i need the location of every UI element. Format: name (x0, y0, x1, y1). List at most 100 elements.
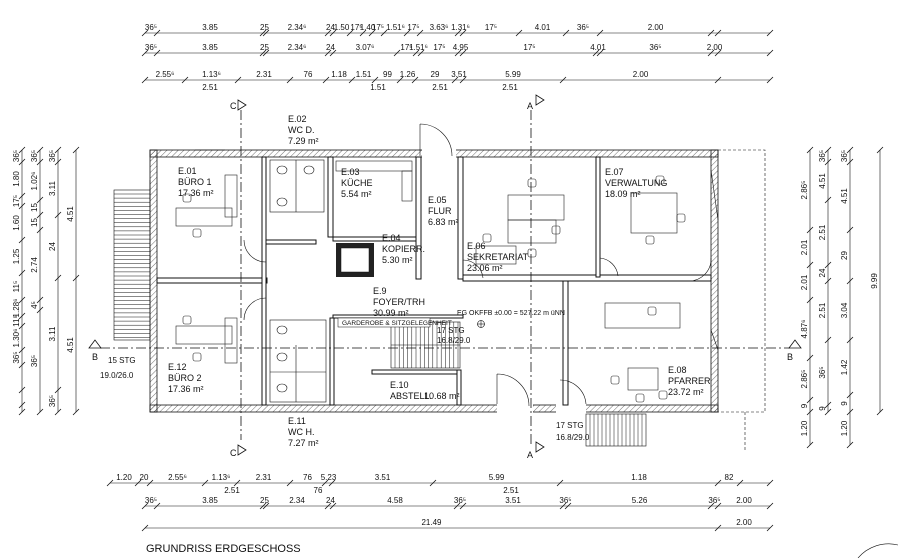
dim-top1-14: 4.01 (535, 23, 551, 32)
room-id-e03: E.03 (341, 167, 360, 177)
dim-right_b-2: 2.51 (818, 224, 827, 240)
dim-left_outer-3: 1.60 (12, 215, 21, 231)
dim-top2-12: 36⁵ (649, 43, 661, 52)
drawing-title: GRUNDRISS ERDGESCHOSS (146, 543, 301, 555)
room-id-e04: E.04 (382, 233, 401, 243)
dim-bot1b-0: 2.51 (224, 486, 240, 495)
room-area-e11: 7.27 m² (288, 438, 319, 448)
dim-right_c-3: 3.04 (840, 302, 849, 318)
room-id-e01: E.01 (178, 166, 197, 176)
note-stg-inner-ratio: 16.8/29.0 (437, 336, 471, 345)
dim-top2-2: 25 (260, 43, 269, 52)
dim-left_inner-4: 36⁵ (48, 395, 57, 407)
dim-bot1-8: 5.99 (489, 473, 505, 482)
dim-bot2-9: 5.26 (632, 496, 648, 505)
dim-left_mid-2: 15 (30, 203, 39, 212)
dim-right_c-2: 29 (840, 251, 849, 260)
dim-left_mid-3: 15 (30, 218, 39, 227)
dim-top2-6: 17⁵ (400, 43, 412, 52)
room-id-e05: E.05 (428, 195, 447, 205)
doors (243, 123, 712, 407)
dim-top2-9: 4.95 (453, 43, 469, 52)
dim-right_a-4: 2.86⁵ (800, 370, 809, 389)
dim-top2-10: 17⁵ (523, 43, 535, 52)
dim-left_outer-1: 1.80 (12, 171, 21, 187)
dim-left_mid-5: 4⁵ (30, 301, 39, 309)
dim-right_c-4: 1.42 (840, 359, 849, 375)
dim-left_outer-7: 11⁵ (12, 315, 21, 327)
building-outline (113, 123, 719, 447)
dim-right_a-2: 2.01 (800, 274, 809, 290)
dim-top2-8: 17⁵ (433, 43, 445, 52)
dim-bot1-1: 20 (140, 473, 149, 482)
dim-left_outer-6: 1.28⁶ (12, 299, 21, 318)
dim-left_outer-5: 11⁵ (12, 281, 21, 293)
dim-top2-5: 3.07⁶ (356, 43, 375, 52)
room-area-e06: 23.06 m² (467, 263, 503, 273)
dim-bot2-3: 2.34 (289, 496, 305, 505)
axis-label-b-right: B (787, 352, 793, 362)
note-okffb: EG OKFFB ±0.00 = 527.22 m üNN (457, 310, 565, 317)
dim-right_a-3: 4.87⁶ (800, 320, 809, 339)
dim-top1-12: 1.31⁶ (451, 23, 470, 32)
dim-bot3-0: 21.49 (421, 518, 442, 527)
dim-left_mid-1: 1.02⁶ (30, 172, 39, 191)
stairs-exterior (585, 413, 647, 447)
dim-left_inner-1: 3.11 (48, 180, 57, 196)
dim-bot2-2: 25 (260, 496, 269, 505)
dim-bot2-4: 24 (326, 496, 335, 505)
dim-top1-2: 25 (260, 23, 269, 32)
dim-top1-0: 36⁵ (145, 23, 157, 32)
dim-bot1-0: 1.20 (116, 473, 132, 482)
dim-left_mid-4: 2.74 (30, 257, 39, 273)
note-stg-left-ratio: 19.0/26.0 (100, 371, 134, 380)
dim-top3b-0: 2.51 (202, 83, 218, 92)
dim-bot2-7: 3.51 (505, 496, 521, 505)
dim-top3-2: 2.31 (256, 70, 272, 79)
room-area-e08: 23.72 m² (668, 387, 704, 397)
dim-top3-4: 1.18 (331, 70, 347, 79)
dim-top2-11: 4.01 (590, 43, 606, 52)
dim-top3b-1: 1.51 (370, 83, 386, 92)
dim-bot2-11: 2.00 (736, 496, 752, 505)
dim-right_a-1: 2.01 (800, 239, 809, 255)
dim-bot2-6: 36⁵ (454, 496, 466, 505)
dim-left_inner-3: 3.11 (48, 326, 57, 342)
room-id-e9: E.9 (373, 286, 387, 296)
dim-bot3-1: 2.00 (736, 518, 752, 527)
windows (149, 149, 719, 351)
dim-top1-6: 17⁵ (350, 23, 362, 32)
note-stg-ext-ratio: 16.8/29.0 (556, 433, 590, 442)
axis-label-a-top: A (527, 101, 533, 111)
room-id-e07: E.07 (605, 167, 624, 177)
dim-right_b-3: 24 (818, 268, 827, 277)
dim-bot2-1: 3.85 (202, 496, 218, 505)
room-area-e03: 5.54 m² (341, 189, 372, 199)
room-name-e04: KOPIERR. (382, 244, 425, 254)
dim-top3-8: 29 (431, 70, 440, 79)
dim-left_total-0: 4.51 (66, 206, 75, 222)
dim-left_mid-0: 36⁵ (30, 150, 39, 162)
dim-top1-3: 2.34⁶ (288, 23, 307, 32)
room-name-e10: ABSTELL. (390, 391, 432, 401)
dim-bot1-4: 2.31 (256, 473, 272, 482)
dim-top3-6: 99 (383, 70, 392, 79)
note-stg-left-count: 15 STG (108, 356, 136, 365)
dim-bot1-5: 76 (303, 473, 312, 482)
axis-label-a-bottom: A (527, 450, 533, 460)
axis-label-c-top: C (230, 101, 237, 111)
dim-right_c-6: 1.20 (840, 420, 849, 436)
dim-right_a-5: 9 (800, 403, 809, 408)
dim-bot2-5: 4.58 (387, 496, 403, 505)
room-id-e11: E.11 (288, 416, 306, 426)
dim-top1-10: 17⁵ (407, 23, 419, 32)
dim-top1-13: 17⁵ (485, 23, 497, 32)
dim-top3-0: 2.55⁶ (156, 70, 175, 79)
dim-top3-11: 2.00 (633, 70, 649, 79)
